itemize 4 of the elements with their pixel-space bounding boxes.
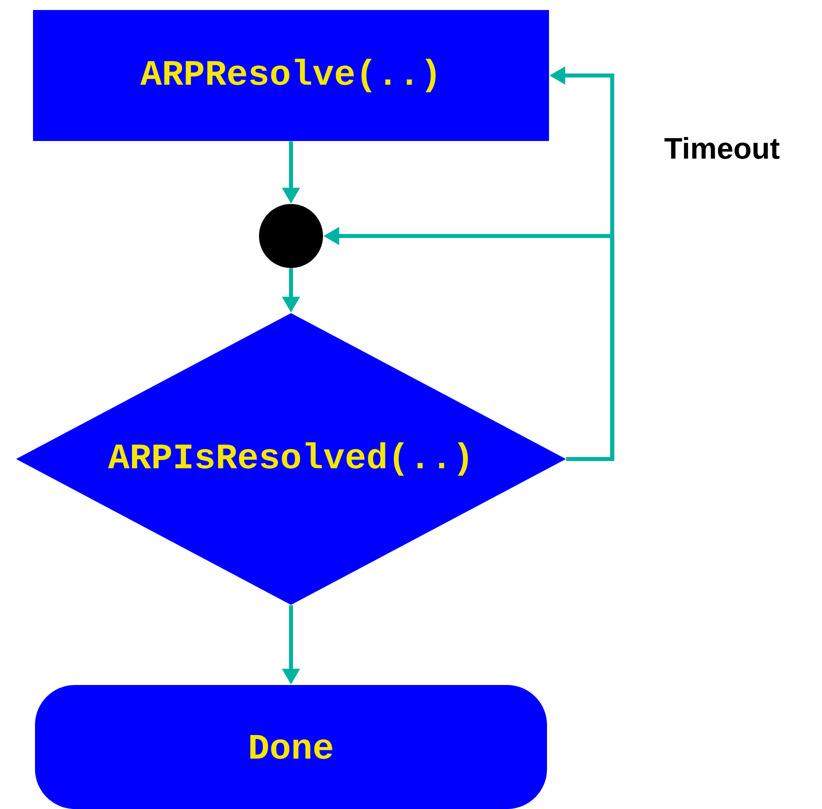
terminal-box: Done xyxy=(35,685,547,809)
junction-dot xyxy=(259,204,323,268)
edge-label: Timeout xyxy=(664,137,780,159)
process-box: ARPResolve(..) xyxy=(33,10,549,141)
